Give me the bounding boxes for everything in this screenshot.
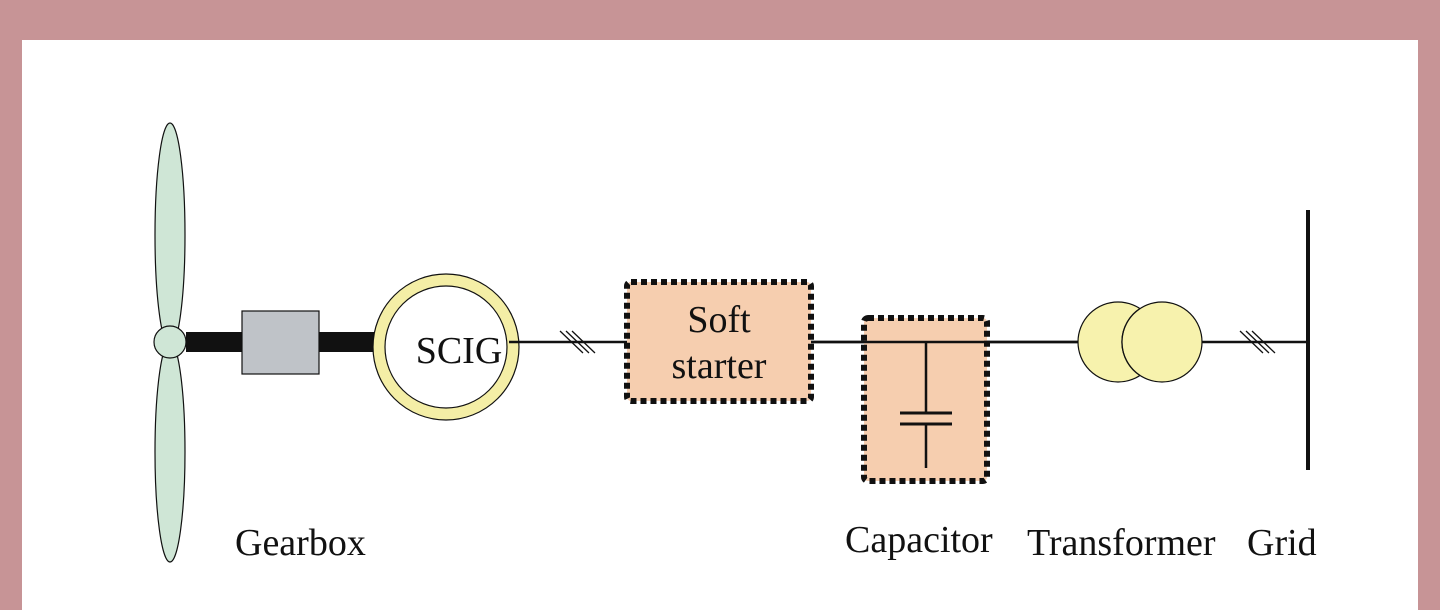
- transformer: [1077, 301, 1203, 383]
- soft-starter-box: [624, 279, 814, 404]
- three-phase-marker-1: [559, 330, 596, 354]
- soft-starter-label-line2: starter: [672, 345, 767, 387]
- low-speed-shaft: [186, 332, 242, 352]
- blade-upper: [154, 122, 186, 348]
- soft-starter: Soft starter: [624, 279, 814, 404]
- rotor-hub: [153, 325, 187, 359]
- capacitor-bank: [811, 315, 1080, 484]
- high-speed-shaft: [319, 332, 375, 352]
- scig-generator: SCIG: [372, 273, 520, 421]
- transformer-label: Transformer: [1027, 522, 1216, 564]
- three-phase-marker-2: [1239, 330, 1276, 354]
- blade-lower: [154, 341, 186, 563]
- capacitor-label: Capacitor: [845, 519, 993, 561]
- grid-label: Grid: [1247, 522, 1317, 564]
- generator-inner: [384, 285, 508, 409]
- gearbox-label: Gearbox: [235, 522, 366, 564]
- soft-starter-label-line1: Soft: [687, 299, 751, 341]
- generator-label: SCIG: [416, 330, 503, 372]
- turbine-rotor: [153, 122, 187, 563]
- gearbox-block: [241, 310, 320, 375]
